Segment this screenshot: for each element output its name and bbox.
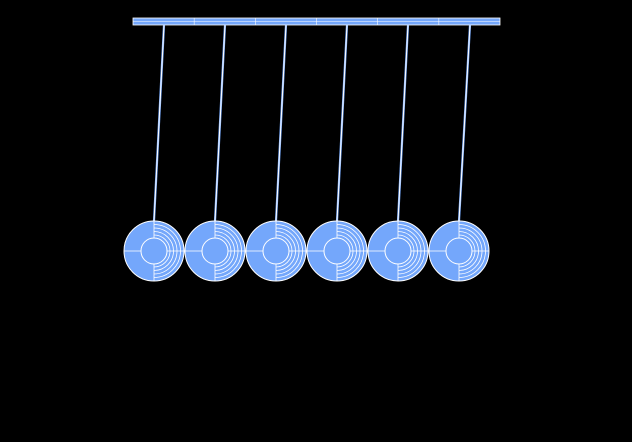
pendulum-string [275,24,287,222]
pendulum-ball-6[interactable] [428,220,490,282]
strings [152,24,472,222]
pendulum-string [458,24,471,222]
ball-core [201,237,229,265]
pendulum-ball-2[interactable] [184,220,246,282]
pendulum-string [153,24,165,222]
ball-core [445,237,473,265]
ball-core [323,237,351,265]
top-bar [132,17,501,26]
balls [123,220,490,282]
pendulum-ball-1[interactable] [123,220,185,282]
pendulum-ball-5[interactable] [367,220,429,282]
ball-core [384,237,412,265]
pendulum-string [397,24,409,222]
pendulum-ball-4[interactable] [306,220,368,282]
ball-core [140,237,168,265]
pendulum-ball-3[interactable] [245,220,307,282]
ball-core [262,237,290,265]
pendulum-string [336,24,348,222]
pendulum-string [214,24,226,222]
